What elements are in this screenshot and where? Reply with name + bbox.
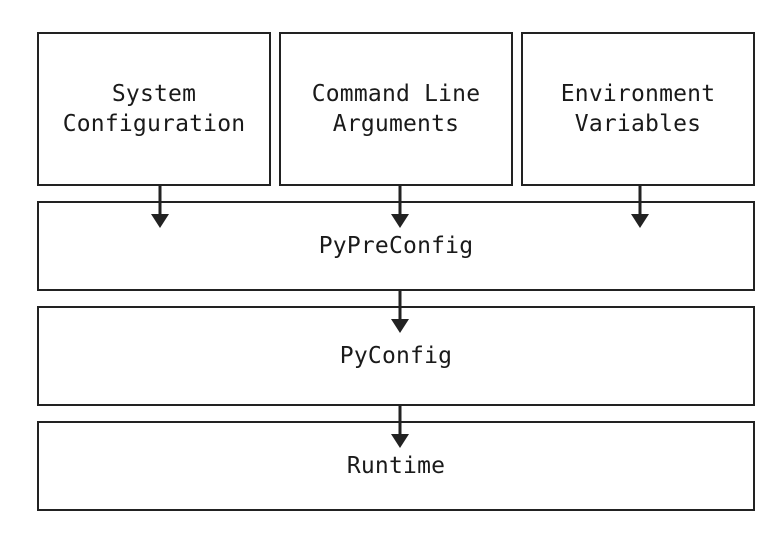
- command-line-arguments-label: Command Line Arguments: [311, 81, 481, 137]
- system-configuration-box: System Configuration: [37, 32, 271, 186]
- pyconfig-box: PyConfig: [37, 306, 755, 406]
- environment-variables-box: Environment Variables: [521, 32, 755, 186]
- system-configuration-label: System Configuration: [62, 81, 246, 137]
- pypreconfig-label: PyPreConfig: [318, 233, 474, 259]
- runtime-label: Runtime: [346, 453, 446, 479]
- pypreconfig-box: PyPreConfig: [37, 201, 755, 291]
- runtime-box: Runtime: [37, 421, 755, 511]
- pyconfig-label: PyConfig: [339, 343, 453, 369]
- environment-variables-label: Environment Variables: [560, 81, 716, 137]
- command-line-arguments-box: Command Line Arguments: [279, 32, 513, 186]
